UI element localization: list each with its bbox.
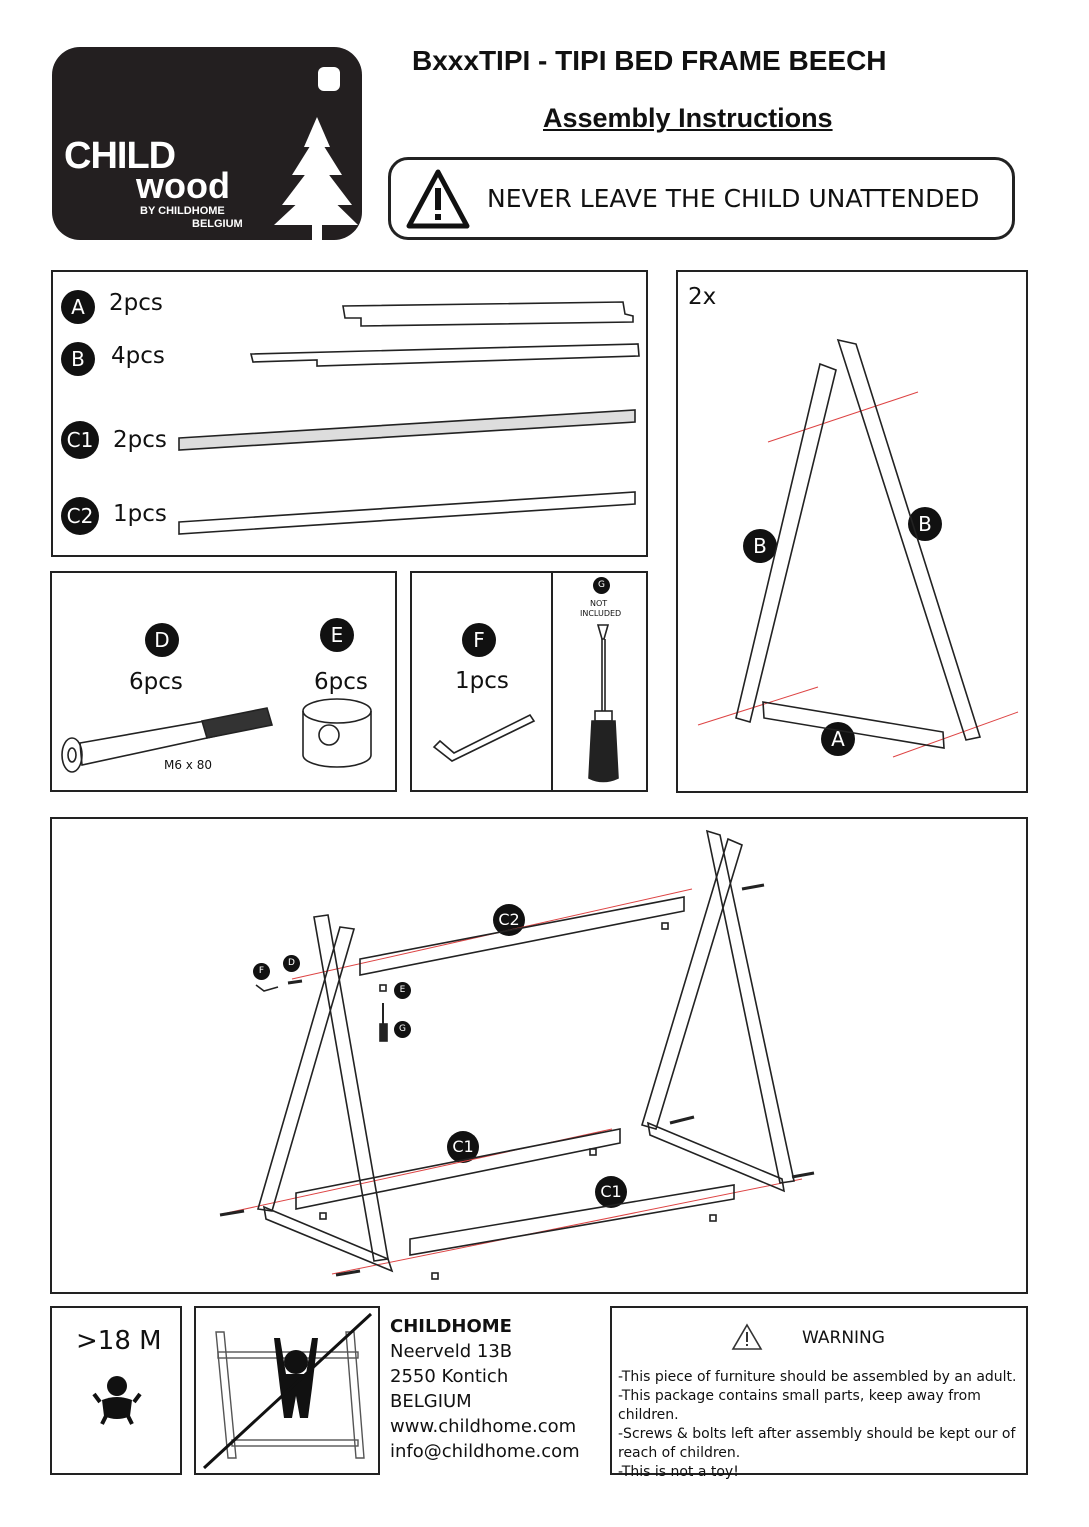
barrel-nut-e-icon [302,698,372,768]
no-hanging-panel [194,1306,380,1475]
part-qty-c2: 1pcs [113,501,167,527]
company-name: CHILDHOME [390,1316,512,1337]
part-badge-c1: C1 [61,421,99,459]
warning-line: -This is not a toy! [618,1464,739,1480]
part-badge-c2: C2 [61,497,99,535]
hardware-badge-d: D [145,623,179,657]
logo-text-wood: wood [136,165,230,206]
warning-triangle-icon [406,169,470,229]
hardware-panel-fg: F 1pcs G NOT INCLUDED [410,571,648,792]
parts-drawings [178,301,640,535]
beam-c1-front [409,1184,735,1256]
logo-text-by: BY CHILDHOME [140,205,225,217]
baby-icon [92,1376,142,1425]
hardware-de-drawings [61,698,372,773]
hardware-badge-f: F [462,623,496,657]
part-badge-a: A [61,290,95,324]
step1-panel: 2x B B A [676,270,1028,793]
beam-c2 [359,896,685,976]
warning-panel: WARNING -This piece of furniture should … [610,1306,1028,1480]
right-frame-leg-1 [705,829,795,1184]
not-included-label-2: INCLUDED [580,609,622,618]
warning-triangle-icon [731,1323,763,1350]
pine-tree-icon [274,67,358,240]
right-frame-leg-2 [641,837,743,1130]
part-b-drawing [249,343,640,367]
step2-label-d: D [283,955,300,972]
step1-label-b-left: B [743,529,777,563]
logo-text-child: CHILD [64,135,176,177]
warning-title: WARNING [802,1328,885,1348]
step1-drawing [697,338,1019,758]
warning-line: -This piece of furniture should be assem… [618,1369,1017,1385]
warning-banner-text: NEVER LEAVE THE CHILD UNATTENDED [487,184,980,213]
divider [551,573,553,791]
part-qty-b: 4pcs [111,343,165,369]
company-website[interactable]: www.childhome.com [390,1416,577,1437]
step1-multiplier: 2x [688,284,717,310]
part-c2-drawing [178,491,636,535]
step2-drawing [219,829,815,1280]
company-email[interactable]: info@childhome.com [390,1441,580,1462]
no-hanging-icon [202,1312,373,1470]
step2-label-f: F [253,963,270,980]
company-street: Neerveld 13B [390,1341,513,1362]
document-title: BxxxTIPI - TIPI BED FRAME BEECH [412,45,887,76]
childwood-logo: CHILD wood BY CHILDHOME BELGIUM [52,47,362,240]
warning-line: -Screws & bolts left after assembly shou… [618,1426,1016,1442]
hardware-fg-drawings [432,624,619,783]
company-address: CHILDHOME Neerveld 13B 2550 Kontich BELG… [390,1314,580,1464]
warning-text: -This piece of furniture should be assem… [618,1368,1026,1482]
bolt-d-icon [61,707,274,773]
beam-c1-back [295,1128,621,1210]
step2-label-c1-front: C1 [595,1176,627,1208]
warning-line: reach of children. [618,1445,741,1461]
document-subtitle: Assembly Instructions [543,103,833,133]
hardware-qty-d: 6pcs [129,669,183,695]
age-label: >18 M [76,1326,162,1356]
right-frame-base [646,1121,786,1193]
age-panel: >18 M [50,1306,182,1475]
parts-list-panel: A 2pcs B 4pcs C1 2pcs C2 1pcs [51,270,648,557]
part-badge-b: B [61,342,95,376]
part-c1-drawing [178,409,636,451]
logo-text-belgium: BELGIUM [192,218,243,230]
part-qty-c1: 2pcs [113,427,167,453]
part-a-drawing [342,301,634,327]
hardware-panel-de: D 6pcs E 6pcs M6 x 80 [50,571,397,792]
company-city: 2550 Kontich [390,1366,509,1387]
step2-panel: C2 C1 C1 F D E G [50,817,1028,1294]
bolt-size-label: M6 x 80 [164,758,212,772]
step2-label-c1-back: C1 [447,1131,479,1163]
hardware-qty-e: 6pcs [314,669,368,695]
step1-label-b-right: B [908,507,942,541]
allen-key-f-icon [432,713,536,762]
step2-label-e: E [394,982,411,999]
warning-line: -This package contains small parts, keep… [618,1388,981,1423]
company-country: BELGIUM [390,1391,472,1412]
not-included-label-1: NOT [590,599,608,608]
hardware-badge-e: E [320,618,354,652]
screwdriver-g-icon [588,624,619,783]
hardware-badge-g: G [593,577,610,594]
left-frame-leg-2 [256,926,356,1212]
left-frame-base [262,1205,394,1273]
hardware-qty-f: 1pcs [455,668,509,694]
warning-banner: NEVER LEAVE THE CHILD UNATTENDED [388,157,1015,240]
left-frame-leg-1 [313,914,389,1262]
part-qty-a: 2pcs [109,290,163,316]
step2-label-g: G [394,1021,411,1038]
